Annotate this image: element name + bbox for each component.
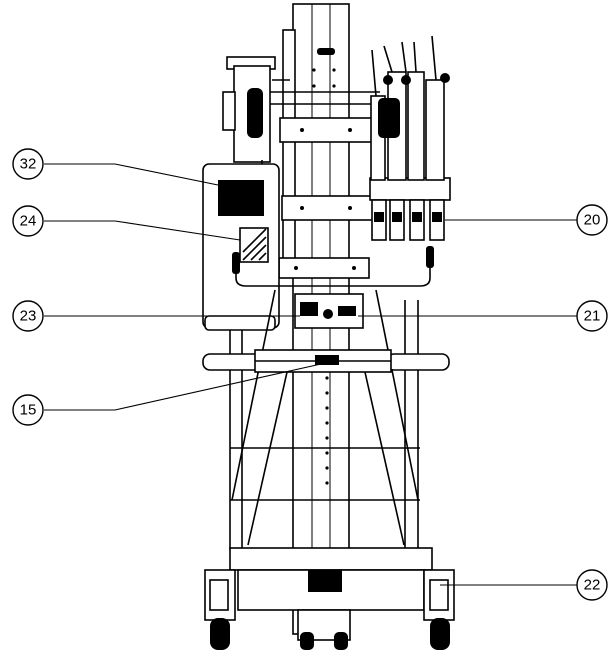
callout-32-label: 32 bbox=[20, 156, 37, 173]
callout-23-label: 23 bbox=[20, 308, 37, 325]
label-plate bbox=[218, 180, 264, 216]
callout-24: 24 bbox=[12, 205, 44, 237]
base bbox=[204, 547, 455, 641]
callout-15: 15 bbox=[12, 394, 44, 426]
callout-32: 32 bbox=[12, 148, 44, 180]
callout-21-label: 21 bbox=[584, 308, 601, 325]
wheels bbox=[210, 618, 450, 650]
callout-20: 20 bbox=[576, 204, 608, 236]
handrail bbox=[232, 246, 434, 287]
callout-24-label: 24 bbox=[20, 213, 37, 230]
top-left-bracket bbox=[222, 56, 290, 172]
warning-decal bbox=[239, 227, 269, 263]
callout-21: 21 bbox=[576, 300, 608, 332]
tool-holders bbox=[369, 35, 451, 241]
callout-22: 22 bbox=[576, 569, 608, 601]
control-panel bbox=[294, 293, 364, 329]
callout-22-label: 22 bbox=[584, 577, 601, 594]
callout-23: 23 bbox=[12, 300, 44, 332]
leader-lines bbox=[44, 163, 577, 586]
crossbar bbox=[202, 349, 450, 373]
control-box bbox=[202, 163, 280, 331]
mast-brackets bbox=[270, 91, 380, 279]
callout-20-label: 20 bbox=[584, 212, 601, 229]
callout-15-label: 15 bbox=[20, 402, 37, 419]
